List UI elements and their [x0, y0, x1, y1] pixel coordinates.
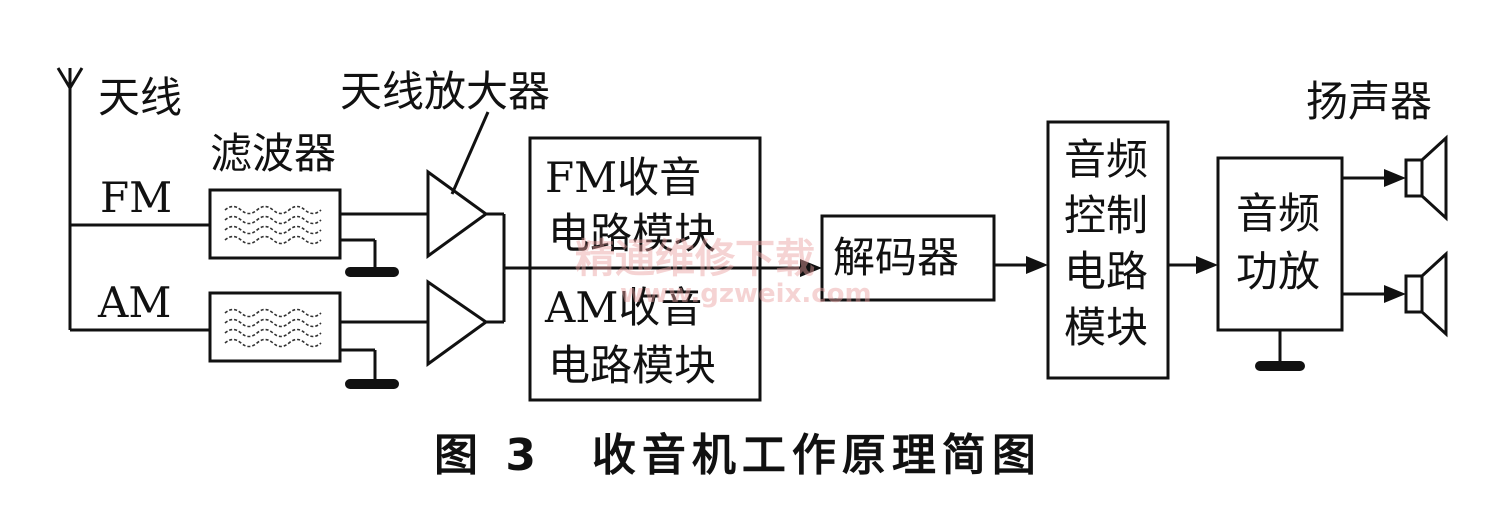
arrow-to-speaker-top-icon: [1384, 169, 1406, 187]
speaker-label: 扬声器: [1306, 77, 1432, 126]
fm-label: FM: [100, 173, 172, 222]
figure-caption: 图 3 收音机工作原理简图: [434, 430, 1042, 481]
power-amp-line1: 音频: [1236, 189, 1320, 238]
speaker-bottom-icon: [1404, 250, 1448, 338]
antenna-amp-pointer: [450, 111, 490, 195]
decoder-label: 解码器: [833, 233, 959, 282]
power-amp-box: [1216, 156, 1344, 332]
am-module-line2: 电路模块: [548, 341, 716, 390]
am-filter-box: [208, 291, 342, 363]
am-filter-wave-icon: [224, 308, 322, 348]
audio-ctrl-line4: 模块: [1064, 303, 1148, 352]
fm-filter-box: [208, 188, 342, 260]
fm-module-line1: FM收音: [545, 153, 701, 202]
decoder-box: [820, 214, 996, 302]
antenna-label: 天线: [98, 73, 182, 122]
fm-amplifier-icon: [426, 169, 489, 259]
audio-ctrl-line2: 控制: [1064, 191, 1148, 240]
antenna-icon: [56, 67, 84, 330]
arrow-to-decoder-icon: [800, 259, 822, 277]
arrow-to-audio-ctrl-icon: [1026, 256, 1048, 274]
watermark-line1: 精通维修下载: [575, 236, 815, 282]
watermark-line2: www.gzweix.com: [620, 279, 872, 309]
speaker-top-icon: [1404, 134, 1448, 222]
am-label: AM: [97, 278, 171, 327]
antenna-amp-label: 天线放大器: [340, 67, 550, 116]
am-module-line1: AM收音: [544, 283, 702, 332]
fm-module-line2: 电路模块: [548, 209, 716, 258]
fm-filter-wave-icon: [224, 205, 322, 245]
audio-ctrl-line3: 电路: [1064, 247, 1148, 296]
audio-ctrl-line1: 音频: [1064, 135, 1148, 184]
arrow-to-power-amp-icon: [1196, 256, 1218, 274]
audio-control-box: [1046, 120, 1170, 380]
am-amplifier-icon: [426, 279, 489, 367]
arrow-to-speaker-bottom-icon: [1384, 285, 1406, 303]
filter-label: 滤波器: [210, 129, 336, 178]
power-amp-line2: 功放: [1236, 247, 1320, 296]
